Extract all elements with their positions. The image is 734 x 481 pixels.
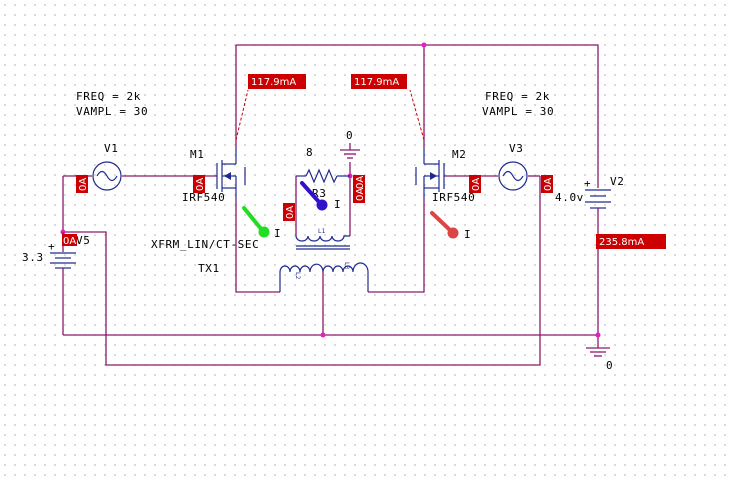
v5-name: V5 xyxy=(76,234,90,247)
svg-text:+: + xyxy=(584,177,591,190)
mosfet-m1[interactable]: M1 IRF540 xyxy=(182,148,246,204)
v1-current-tag xyxy=(76,175,88,193)
m1-gate-current-tag xyxy=(193,175,205,193)
v2-value: 4.0v xyxy=(555,191,584,204)
r3-right-current: 0A xyxy=(355,176,366,189)
m2-drain-current-tag xyxy=(351,74,407,89)
m1-gate-current: 0A xyxy=(195,178,206,191)
r3-value: 8 xyxy=(306,146,313,159)
mosfet-m2[interactable]: M2 IRF540 xyxy=(415,148,475,204)
v1-name: V1 xyxy=(104,142,118,155)
m2-name: M2 xyxy=(452,148,466,161)
m2-drain-current: 117.9mA xyxy=(354,77,399,88)
probe-blue[interactable]: I xyxy=(300,181,341,211)
sine-source-v1[interactable]: V1 FREQ = 2k VAMPL = 30 xyxy=(76,90,148,191)
v3-name: V3 xyxy=(509,142,523,155)
v5-current: 0A xyxy=(63,236,76,247)
v1-current: 0A xyxy=(78,178,89,191)
v5-value: 3.3 xyxy=(22,251,44,264)
ground-top: 0 xyxy=(340,129,360,159)
tx1-secondary-label-1: L2 xyxy=(294,272,301,280)
m2-gate-current: 0A xyxy=(471,178,482,191)
svg-text:I: I xyxy=(464,228,471,241)
m1-drain-current: 117.9mA xyxy=(251,77,296,88)
probe-green[interactable]: I xyxy=(242,206,281,240)
r3-left-current: 0A xyxy=(285,206,296,219)
v5-current-tag xyxy=(62,234,77,246)
v2-name: V2 xyxy=(610,175,624,188)
ground-right: 0 xyxy=(586,347,613,372)
m1-drain-current-tag xyxy=(248,74,306,89)
svg-text:I: I xyxy=(334,198,341,211)
v2-current: 235.8mA xyxy=(599,237,644,248)
tx1-name: TX1 xyxy=(198,262,220,275)
tx1-model: XFRM_LIN/CT-SEC xyxy=(151,238,259,251)
v2-current-tag xyxy=(596,234,666,249)
r3-left-current-tag xyxy=(283,203,295,221)
ground-right-label: 0 xyxy=(606,359,613,372)
m1-model: IRF540 xyxy=(182,191,225,204)
v3-freq-label: FREQ = 2k xyxy=(485,90,550,103)
tx1-primary-label: L1 xyxy=(318,228,326,235)
v3-current: 0A xyxy=(543,178,554,191)
resistor-r3[interactable]: 8 R3 xyxy=(296,146,350,200)
battery-v2[interactable]: + V2 4.0v xyxy=(555,175,624,215)
svg-text:+: + xyxy=(48,240,55,253)
battery-v5[interactable]: + 3.3 V5 xyxy=(22,232,90,275)
svg-text:I: I xyxy=(274,227,281,240)
transformer-tx1[interactable]: L1 L2 L3 XFRM_LIN/CT-SEC TX1 xyxy=(151,228,369,292)
tx1-secondary-label-2: L3 xyxy=(343,262,350,270)
wires xyxy=(62,44,599,366)
m2-model: IRF540 xyxy=(432,191,475,204)
ground-top-label: 0 xyxy=(346,129,353,142)
v3-vampl-label: VAMPL = 30 xyxy=(482,105,554,118)
r3-right-current-second: 0A xyxy=(355,188,366,201)
m1-name: M1 xyxy=(190,148,204,161)
r3-right-current-tag xyxy=(353,175,365,203)
m2-gate-current-tag xyxy=(469,175,481,193)
sine-source-v3[interactable]: V3 FREQ = 2k VAMPL = 30 xyxy=(482,90,554,191)
v1-vampl-label: VAMPL = 30 xyxy=(76,105,148,118)
v1-freq-label: FREQ = 2k xyxy=(76,90,141,103)
probe-red[interactable]: I xyxy=(430,211,471,241)
junction-nodes xyxy=(60,42,601,338)
v3-current-tag xyxy=(541,175,553,193)
